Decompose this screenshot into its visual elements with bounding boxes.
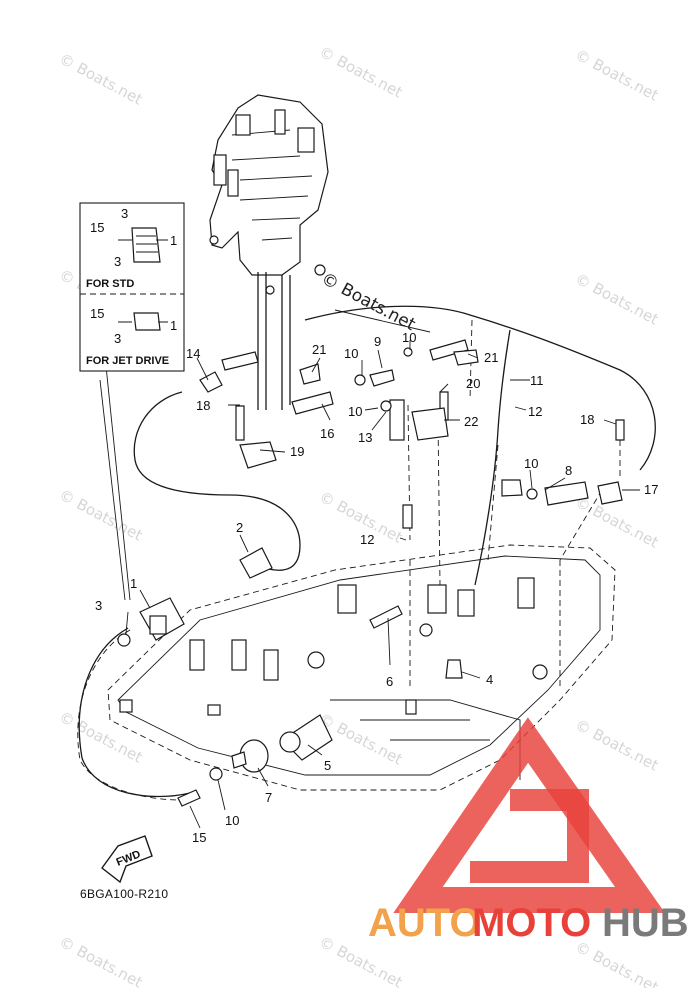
callout-12: 12 <box>360 532 374 547</box>
logo-text-moto: MOTO <box>472 901 591 945</box>
inset-label-jet: FOR JET DRIVE <box>86 355 169 367</box>
inset-callout: 3 <box>114 331 121 346</box>
callout-10: 10 <box>348 404 362 419</box>
std-boot-part <box>131 227 161 263</box>
inset-callout: 3 <box>121 206 128 221</box>
callout-12: 12 <box>528 404 542 419</box>
callout-7: 7 <box>265 790 272 805</box>
callout-20: 20 <box>466 376 480 391</box>
callout-15: 15 <box>192 830 206 845</box>
hose-routing <box>77 209 656 801</box>
watermark: © Boats.net <box>56 933 145 988</box>
logo-text-auto: AUTO <box>368 901 481 945</box>
logo-text-hub: HUB <box>602 901 689 945</box>
watermark: © Boats.net <box>572 270 661 329</box>
inset-callout: 1 <box>170 318 177 333</box>
callout-8: 8 <box>565 463 572 478</box>
callout-10: 10 <box>344 346 358 361</box>
watermark: © Boats.net <box>572 938 661 988</box>
inset-callout: 3 <box>114 254 121 269</box>
engine-pan <box>107 544 616 791</box>
engine-block <box>209 94 329 410</box>
callout-13: 13 <box>358 430 372 445</box>
jet-boot-part <box>133 312 161 331</box>
callout-10: 10 <box>402 330 416 345</box>
watermark: © Boats.net <box>316 43 405 102</box>
watermark: © Boats.net <box>56 50 145 109</box>
callout-5: 5 <box>324 758 331 773</box>
callout-21: 21 <box>484 350 498 365</box>
callout-17: 17 <box>644 482 658 497</box>
callout-16: 16 <box>320 426 334 441</box>
callout-4: 4 <box>486 672 493 687</box>
watermark: © Boats.net <box>572 46 661 105</box>
callout-18: 18 <box>196 398 210 413</box>
watermark: © Boats.net <box>56 486 145 545</box>
overlay-watermark: © Boats.net <box>318 269 419 336</box>
leader-lines <box>125 340 640 829</box>
callout-22: 22 <box>464 414 478 429</box>
callout-14: 14 <box>186 346 200 361</box>
callout-10: 10 <box>524 456 538 471</box>
watermark: © Boats.net <box>56 708 145 767</box>
callout-10: 10 <box>225 813 239 828</box>
callout-3: 3 <box>95 598 102 613</box>
callout-18: 18 <box>580 412 594 427</box>
automotohub-logo: AUTO MOTO HUB <box>368 717 689 945</box>
callout-21: 21 <box>312 342 326 357</box>
callout-19: 19 <box>290 444 304 459</box>
callout-1: 1 <box>130 576 137 591</box>
callout-11: 11 <box>530 373 544 388</box>
inset-panel: 3 15 1 3 FOR STD 15 1 3 FOR JET DRIVE <box>79 202 185 372</box>
callout-labels: 1 2 3 4 5 6 7 8 9 10 10 10 10 10 11 12 1… <box>95 330 658 845</box>
callout-6: 6 <box>386 674 393 689</box>
inset-callout: 1 <box>170 233 177 248</box>
inset-callout: 15 <box>90 220 104 235</box>
inset-callout: 15 <box>90 306 104 321</box>
fwd-arrow-icon: FWD <box>101 835 153 884</box>
components <box>117 347 625 807</box>
watermark: © Boats.net <box>572 716 661 775</box>
callout-9: 9 <box>374 334 381 349</box>
callout-2: 2 <box>236 520 243 535</box>
diagram-part-code: 6BGA100-R210 <box>80 887 168 901</box>
inset-label-std: FOR STD <box>86 278 134 290</box>
